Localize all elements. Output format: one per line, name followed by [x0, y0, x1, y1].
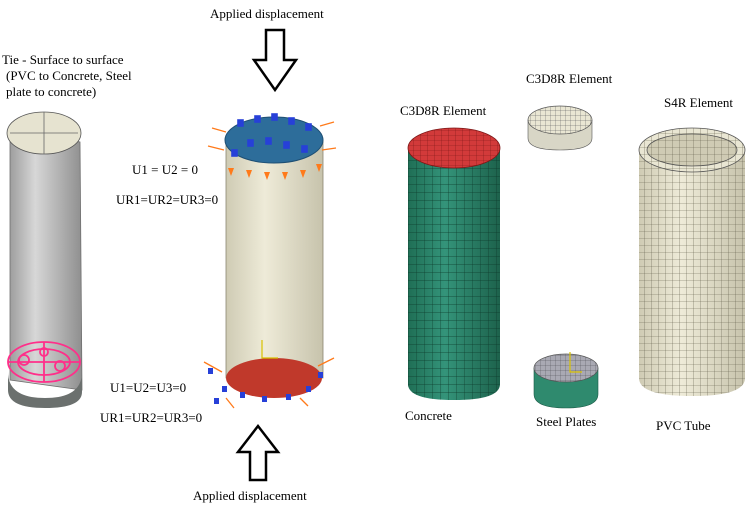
bottom-boundary-condition-symbols	[203, 340, 335, 409]
steel-plates-label: Steel Plates	[536, 414, 597, 429]
loaded-cylinder-model	[203, 113, 337, 409]
s4r-element-label: S4R Element	[664, 95, 733, 110]
applied-displacement-arrow-up	[235, 423, 281, 482]
tie-label-line3: plate to concrete)	[6, 84, 97, 99]
top-steel-plate-mesh	[527, 105, 593, 151]
applied-displacement-arrow-down	[251, 28, 299, 93]
tied-cylinder-model	[6, 111, 83, 408]
bottom-steel-plate-mesh	[533, 352, 599, 409]
pvc-tube-mesh	[638, 127, 746, 396]
applied-displacement-top-label: Applied displacement	[210, 6, 324, 21]
tie-constraint-marker	[7, 341, 81, 383]
tie-label-line2: (PVC to Concrete, Steel	[6, 68, 132, 83]
c3d8r-element-concrete-label: C3D8R Element	[400, 103, 487, 118]
concrete-core-mesh	[407, 127, 501, 400]
c3d8r-element-plate-label: C3D8R Element	[526, 71, 613, 86]
bc-top-rotation-label: UR1=UR2=UR3=0	[116, 192, 219, 207]
bc-bottom-rotation-label: UR1=UR2=UR3=0	[100, 410, 203, 425]
bc-bottom-translation-label: U1=U2=U3=0	[110, 380, 187, 395]
pvc-tube-label: PVC Tube	[656, 418, 711, 433]
top-boundary-condition-symbols	[207, 113, 337, 180]
concrete-label: Concrete	[405, 408, 452, 423]
bc-top-translation-label: U1 = U2 = 0	[132, 162, 198, 177]
tie-label-line1: Tie - Surface to surface	[2, 52, 124, 67]
applied-displacement-bottom-label: Applied displacement	[193, 488, 307, 503]
